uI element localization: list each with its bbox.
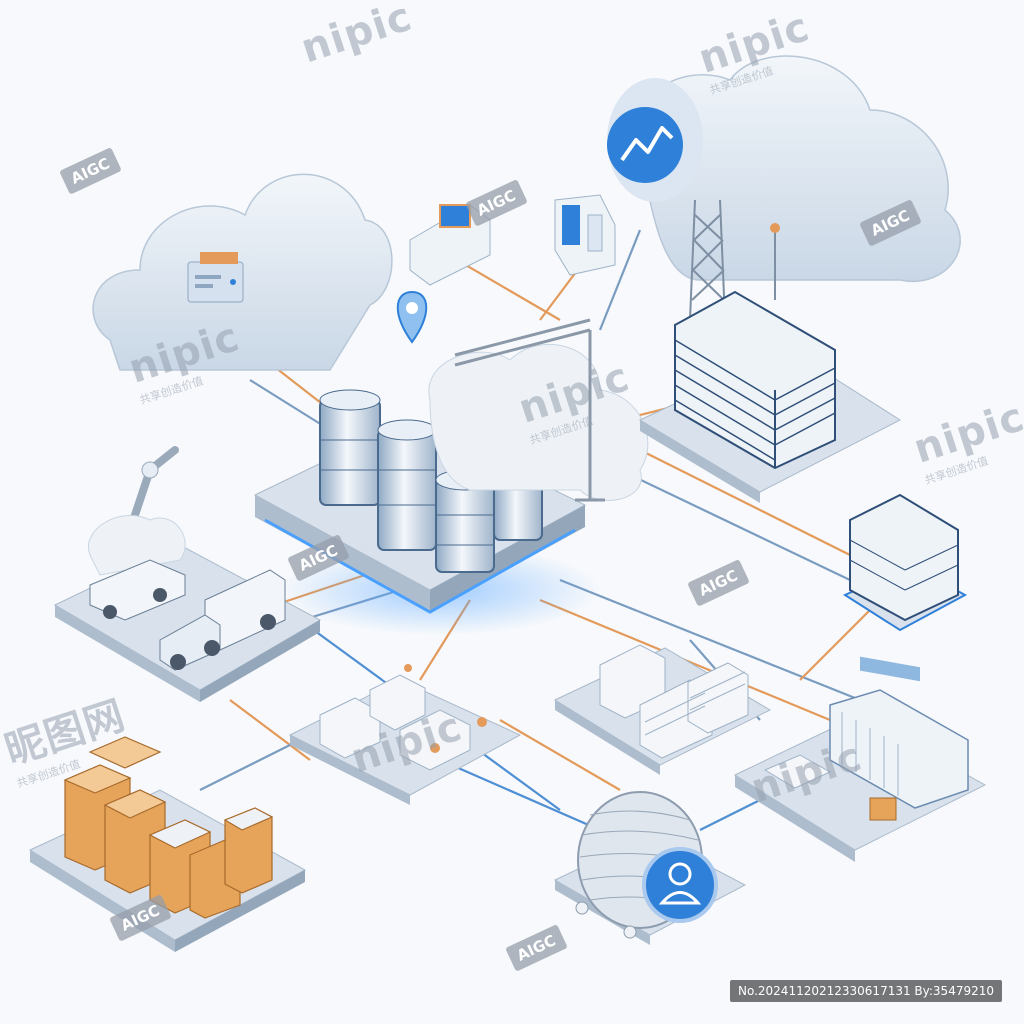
folder-icon xyxy=(187,252,244,303)
cloud-left xyxy=(92,173,393,371)
server-panel xyxy=(554,194,616,276)
image-serial-label: No.20241120212330617131 By:35479210 xyxy=(729,980,1002,1002)
production-line-platform xyxy=(733,689,987,862)
user-data-platform xyxy=(553,791,747,945)
server-rack-platform xyxy=(638,290,902,503)
server-cart xyxy=(842,493,968,682)
truck xyxy=(159,569,286,671)
storage-rack-platform xyxy=(553,644,772,775)
location-pin-icon xyxy=(396,290,428,344)
tanker-truck xyxy=(89,559,186,621)
vehicle-platform xyxy=(53,446,322,702)
storage-tank xyxy=(377,419,437,551)
cloud-right xyxy=(607,55,961,283)
warehouse-crates-platform xyxy=(28,736,307,952)
central-factory-platform xyxy=(253,318,649,635)
user-icon xyxy=(642,847,718,923)
chart-icon xyxy=(607,78,703,202)
crate-stack xyxy=(63,736,274,919)
packaging-platform xyxy=(288,664,522,805)
storage-tank xyxy=(319,389,381,506)
